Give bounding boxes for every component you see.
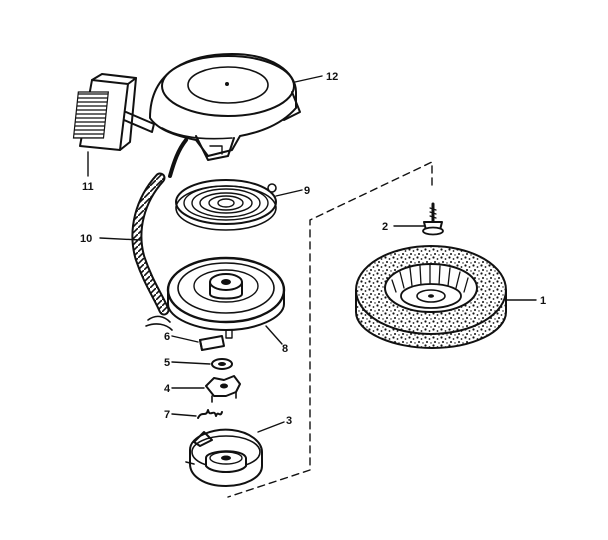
blower-housing-part-1 [355, 245, 507, 350]
part-label-4: 4 [164, 383, 171, 395]
retainer-part-4 [205, 375, 241, 403]
leader-line-9 [275, 189, 303, 197]
starter-handle-part-11 [72, 73, 155, 151]
washer-part-5 [211, 358, 233, 370]
part-label-10: 10 [80, 233, 92, 245]
screw-part-2 [422, 202, 444, 236]
starter-housing-part-12 [149, 53, 301, 161]
pawl-part-6 [199, 335, 225, 351]
leader-lines [87, 75, 537, 433]
leader-line-8 [265, 325, 283, 345]
part-label-1: 1 [540, 295, 546, 307]
recoil-spring-part-9 [175, 179, 277, 231]
rope-pulley-part-8 [166, 256, 286, 339]
part-label-11: 11 [82, 181, 94, 193]
leader-line-10 [99, 237, 141, 241]
starter-cup-part-3 [185, 428, 263, 487]
part-label-6: 6 [164, 331, 170, 343]
leader-line-3 [257, 421, 285, 433]
leader-line-7 [171, 413, 197, 417]
part-label-5: 5 [164, 357, 170, 369]
leader-line-6 [171, 335, 199, 343]
starter-rope-part-10 [131, 172, 173, 331]
part-label-9: 9 [304, 185, 310, 197]
part-label-3: 3 [286, 415, 292, 427]
part-label-12: 12 [326, 71, 338, 83]
alignment-dashed-line [227, 161, 433, 498]
leader-line-12 [294, 75, 323, 83]
leader-line-5 [171, 361, 211, 365]
spring-part-7 [197, 409, 223, 419]
starter-rope-upper [168, 138, 188, 178]
part-label-2: 2 [382, 221, 388, 233]
part-label-8: 8 [282, 343, 288, 355]
part-label-7: 7 [164, 409, 170, 421]
